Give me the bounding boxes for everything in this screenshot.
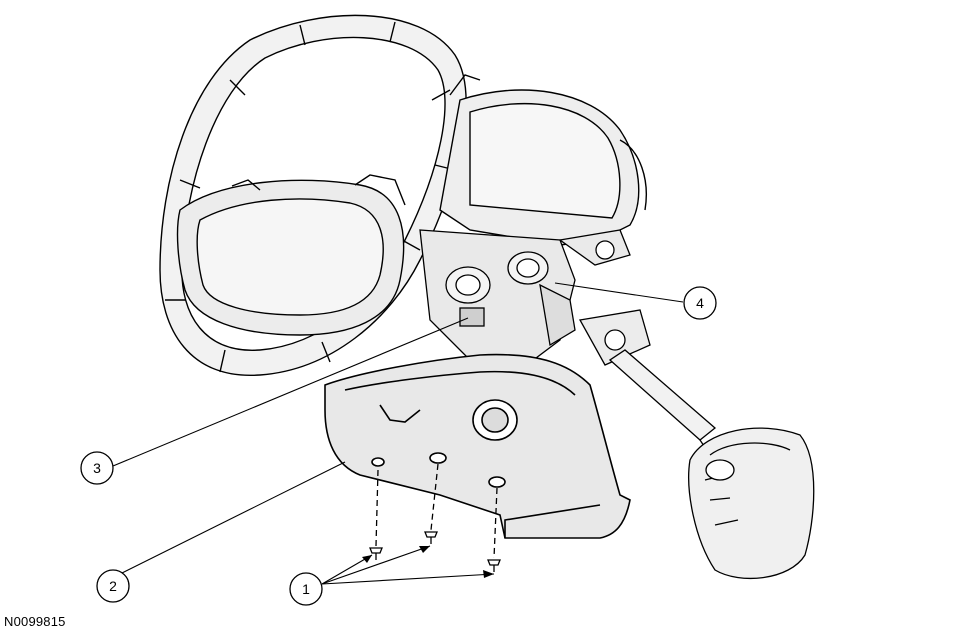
callout-3: 3	[80, 451, 114, 485]
screw-3	[487, 559, 501, 572]
callout-4: 4	[683, 286, 717, 320]
callout-1: 1	[289, 572, 323, 606]
steering-column-upper	[419, 229, 631, 371]
lower-steering-column-shroud	[324, 353, 631, 539]
callout-2: 2	[96, 569, 130, 603]
steering-column-boot	[688, 427, 815, 580]
leader-arrowheads	[362, 546, 494, 578]
steering-shaft	[578, 309, 721, 471]
callout-4-label: 4	[696, 295, 704, 311]
callout-2-label: 2	[109, 578, 117, 594]
callout-3-label: 3	[93, 460, 101, 476]
shroud-screws	[369, 463, 501, 572]
screw-1	[369, 547, 383, 560]
figure-reference-code: N0099815	[4, 614, 66, 629]
callout-1-label: 1	[302, 581, 310, 597]
screw-2	[424, 531, 438, 544]
instrument-cluster-housing	[439, 74, 647, 246]
steering-wheel-hub	[176, 174, 406, 336]
leader-lines	[111, 282, 684, 585]
